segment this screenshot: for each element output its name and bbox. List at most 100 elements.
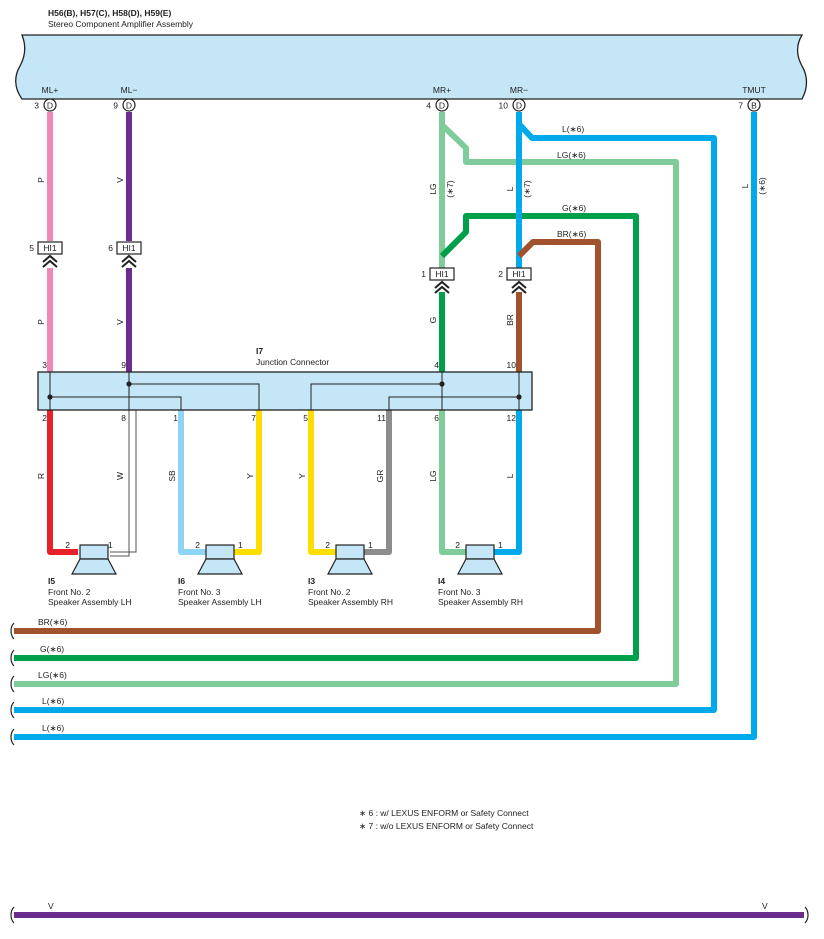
component-name: Stereo Component Amplifier Assembly	[48, 19, 194, 29]
label-v-lower: V	[115, 319, 125, 325]
junction-name: Junction Connector	[256, 357, 329, 367]
svg-text:6: 6	[434, 413, 439, 423]
wire-g-branch	[14, 213, 639, 661]
speaker-i5: 2 1 I5 Front No. 2 Speaker Assembly LH	[48, 540, 132, 607]
label-gr: GR	[375, 470, 385, 483]
svg-text:Front No. 3: Front No. 3	[438, 587, 481, 597]
svg-text:D: D	[47, 101, 53, 111]
svg-text:6: 6	[108, 243, 113, 253]
label-branch-g: G(∗6)	[562, 203, 586, 213]
label-l-upper: L	[505, 186, 515, 191]
svg-text:MR−: MR−	[510, 85, 528, 95]
label-y-1: Y	[245, 473, 255, 479]
svg-text:11: 11	[377, 413, 386, 423]
bottom-wire-label-right: V	[762, 901, 768, 911]
label-v-upper: V	[115, 177, 125, 183]
svg-text:TMUT: TMUT	[742, 85, 766, 95]
svg-text:3: 3	[34, 101, 39, 111]
wire-l-branch	[14, 121, 717, 713]
wire-lg-bottom	[439, 410, 466, 555]
svg-text:Speaker Assembly LH: Speaker Assembly LH	[48, 597, 132, 607]
wire-r	[47, 410, 78, 555]
svg-text:9: 9	[121, 360, 126, 370]
wire-y-1	[232, 410, 262, 555]
label-branch-lg: LG(∗6)	[557, 150, 586, 160]
svg-text:I6: I6	[178, 576, 185, 586]
svg-text:Front No. 2: Front No. 2	[308, 587, 351, 597]
svg-text:2: 2	[42, 413, 47, 423]
svg-text:2: 2	[455, 540, 460, 550]
svg-text:1: 1	[108, 540, 113, 550]
svg-text:5: 5	[303, 413, 308, 423]
hi1-connector-6: HI1 6	[108, 241, 142, 268]
svg-text:1: 1	[368, 540, 373, 550]
hi1-connector-1: HI1 1	[421, 267, 455, 294]
label-y-2: Y	[297, 473, 307, 479]
junction-id: I7	[256, 346, 263, 356]
svg-text:B: B	[751, 101, 757, 111]
svg-text:8: 8	[121, 413, 126, 423]
svg-text:Speaker Assembly RH: Speaker Assembly RH	[438, 597, 523, 607]
svg-text:5: 5	[29, 243, 34, 253]
svg-text:I4: I4	[438, 576, 445, 586]
svg-text:2: 2	[325, 540, 330, 550]
continuation-label-l-2: L(∗6)	[42, 723, 64, 733]
svg-text:1: 1	[421, 269, 426, 279]
label-lg-bottom: LG	[428, 470, 438, 481]
bottom-wire-label-left: V	[48, 901, 54, 911]
wire-gr	[362, 410, 392, 555]
amp-pin-ml-minus: D 9 ML−	[113, 85, 137, 112]
svg-text:HI1: HI1	[43, 243, 57, 253]
speaker-i3: 2 1 I3 Front No. 2 Speaker Assembly RH	[308, 540, 393, 607]
wire-l-bottom	[492, 410, 522, 555]
svg-text:4: 4	[434, 360, 439, 370]
svg-text:9: 9	[113, 101, 118, 111]
svg-text:1: 1	[498, 540, 503, 550]
wire-l-tmut	[14, 112, 757, 740]
amp-pin-ml-plus: D 3 ML+	[34, 85, 59, 112]
svg-text:10: 10	[507, 360, 517, 370]
svg-text:1: 1	[238, 540, 243, 550]
svg-text:Speaker Assembly RH: Speaker Assembly RH	[308, 597, 393, 607]
label-l-note: (∗7)	[522, 180, 532, 198]
label-branch-br: BR(∗6)	[557, 229, 586, 239]
svg-text:Front No. 2: Front No. 2	[48, 587, 91, 597]
svg-text:MR+: MR+	[433, 85, 451, 95]
svg-text:10: 10	[499, 101, 509, 111]
label-branch-l: L(∗6)	[562, 124, 584, 134]
svg-text:Speaker Assembly LH: Speaker Assembly LH	[178, 597, 262, 607]
amp-pin-mr-minus: D 10 MR−	[499, 85, 528, 112]
label-lg-note: (∗7)	[445, 180, 455, 198]
svg-text:2: 2	[65, 540, 70, 550]
svg-text:I5: I5	[48, 576, 55, 586]
svg-text:ML+: ML+	[42, 85, 59, 95]
continuation-label-g: G(∗6)	[40, 644, 64, 654]
svg-text:D: D	[126, 101, 132, 111]
diagram-title: H56(B), H57(C), H58(D), H59(E)	[48, 8, 171, 18]
wire-br-branch	[14, 239, 601, 634]
label-p-lower: P	[36, 319, 46, 325]
svg-text:I3: I3	[308, 576, 315, 586]
svg-text:2: 2	[195, 540, 200, 550]
label-l-tmut-note: (∗6)	[757, 177, 767, 195]
svg-text:7: 7	[738, 101, 743, 111]
note-6: ∗ 6 : w/ LEXUS ENFORM or Safety Connect	[359, 808, 529, 818]
hi1-connector-2: HI1 2	[498, 267, 532, 294]
svg-text:3: 3	[42, 360, 47, 370]
amp-pin-tmut: B 7 TMUT	[738, 85, 766, 112]
svg-text:D: D	[439, 101, 445, 111]
svg-text:7: 7	[251, 413, 256, 423]
amplifier-body	[15, 34, 808, 100]
svg-text:Front No. 3: Front No. 3	[178, 587, 221, 597]
junction-connector: I7 Junction Connector 3 9 4 10	[37, 346, 533, 423]
amp-pin-mr-plus: D 4 MR+	[426, 85, 451, 112]
wire-lg-branch	[14, 122, 679, 687]
label-p-upper: P	[36, 177, 46, 183]
svg-text:4: 4	[426, 101, 431, 111]
continuation-label-br: BR(∗6)	[38, 617, 67, 627]
label-w: W	[115, 472, 125, 480]
speaker-i6: 2 1 I6 Front No. 3 Speaker Assembly LH	[178, 540, 262, 607]
note-7: ∗ 7 : w/o LEXUS ENFORM or Safety Connect	[359, 821, 534, 831]
label-br-lower: BR	[505, 314, 515, 326]
